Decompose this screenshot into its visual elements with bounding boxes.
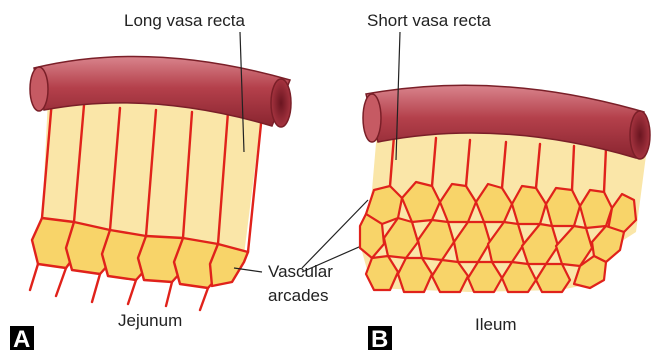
panel-b-letter: B — [371, 326, 388, 351]
jejunum-panel: Long vasa recta Vascular arcades Jejunum… — [10, 11, 384, 351]
panel-a-letter: A — [13, 326, 30, 351]
vascular-arcades-label-line1: Vascular — [268, 262, 333, 281]
long-vasa-recta-label: Long vasa recta — [124, 11, 246, 30]
ileum-panel: Short vasa recta Ileum B — [360, 11, 650, 351]
vascular-arcades-label-line2: arcades — [268, 286, 328, 305]
jejunum-label: Jejunum — [118, 311, 182, 330]
ileum-label: Ileum — [475, 315, 517, 334]
ileum-artery-lumen — [630, 111, 650, 159]
jejunum-artery-lumen — [271, 79, 291, 127]
short-vasa-recta-label: Short vasa recta — [367, 11, 491, 30]
